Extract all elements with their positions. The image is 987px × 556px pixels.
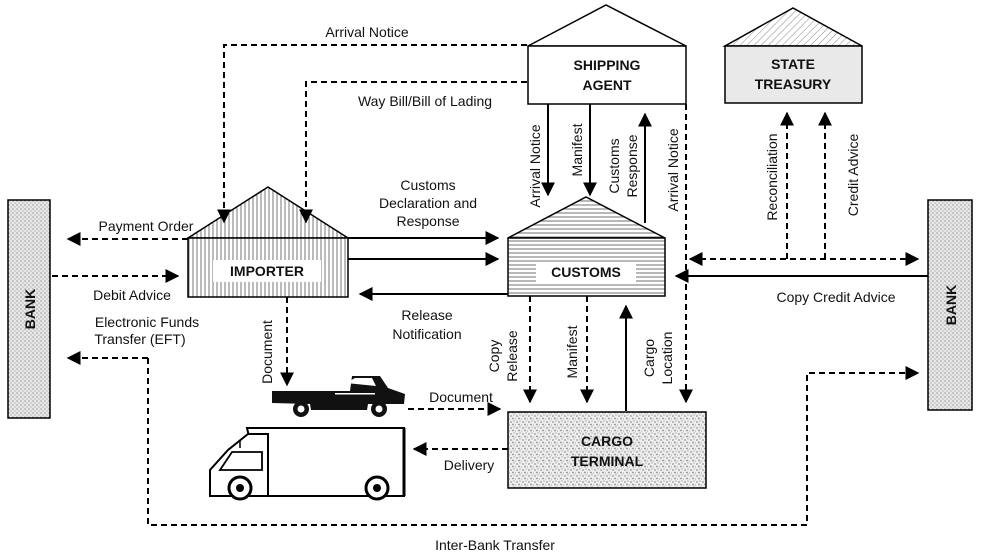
- shipping-agent-building: SHIPPING AGENT: [527, 4, 687, 105]
- bank-left-label: BANK: [22, 289, 38, 329]
- label-payment-order: Payment Order: [99, 218, 194, 234]
- label-cargo-location-line1: Cargo: [641, 339, 657, 377]
- label-way-bill: Way Bill/Bill of Lading: [358, 93, 492, 109]
- label-customs-response-line2: Response: [624, 134, 640, 197]
- label-customs-declaration-line1: Customs: [400, 177, 455, 193]
- label-customs-declaration-line2: Declaration and: [379, 195, 477, 211]
- bank-left: BANK: [7, 199, 51, 419]
- label-inter-bank-transfer: Inter-Bank Transfer: [435, 537, 555, 553]
- shipping-agent-label-line2: AGENT: [583, 77, 632, 93]
- arrow-way-bill: [299, 81, 527, 224]
- importer-building: IMPORTER: [185, 186, 351, 298]
- label-arrival-notice-top: Arrival Notice: [325, 24, 408, 40]
- label-release-notification-line1: Release: [401, 307, 453, 323]
- box-truck-icon: [209, 427, 406, 501]
- customs-label: CUSTOMS: [551, 264, 621, 280]
- pickup-truck-icon: [272, 376, 405, 417]
- label-reconciliation: Reconciliation: [764, 133, 780, 220]
- customs-building: CUSTOMS: [507, 196, 666, 297]
- label-copy-release-line2: Release: [504, 330, 520, 382]
- label-delivery: Delivery: [444, 457, 495, 473]
- arrow-inter-bank-transfer: [147, 358, 920, 526]
- cargo-terminal-label-line2: TERMINAL: [571, 453, 644, 469]
- label-customs-response-line1: Customs: [606, 138, 622, 193]
- label-eft-line2: Transfer (EFT): [94, 331, 185, 347]
- label-document-vertical: Document: [259, 320, 275, 384]
- label-release-notification-line2: Notification: [392, 326, 461, 342]
- label-eft-line1: Electronic Funds: [95, 314, 199, 330]
- label-debit-advice: Debit Advice: [93, 287, 171, 303]
- label-credit-advice: Credit Advice: [845, 134, 861, 217]
- bank-right-label: BANK: [943, 285, 959, 325]
- cargo-terminal-label-line1: CARGO: [581, 433, 633, 449]
- state-treasury-label-line2: TREASURY: [755, 76, 832, 92]
- label-arrival-notice-agent: Arrival Notice: [527, 124, 543, 207]
- label-cargo-location-line2: Location: [659, 332, 675, 385]
- label-customs-declaration-line3: Response: [396, 213, 459, 229]
- label-copy-release-line1: Copy: [486, 340, 502, 373]
- arrow-arrival-notice-top: [217, 44, 527, 224]
- label-copy-credit-advice: Copy Credit Advice: [776, 289, 895, 305]
- bank-right: BANK: [927, 199, 973, 411]
- label-document-horizontal: Document: [429, 389, 493, 405]
- importer-label: IMPORTER: [230, 263, 304, 279]
- label-manifest-lower: Manifest: [564, 325, 580, 378]
- state-treasury-label-line1: STATE: [771, 56, 815, 72]
- label-arrival-notice-right: Arrival Notice: [665, 128, 681, 211]
- state-treasury-building: STATE TREASURY: [722, 7, 863, 104]
- shipping-agent-label-line1: SHIPPING: [574, 57, 641, 73]
- label-manifest-upper: Manifest: [569, 123, 585, 176]
- cargo-terminal: CARGO TERMINAL: [507, 411, 707, 489]
